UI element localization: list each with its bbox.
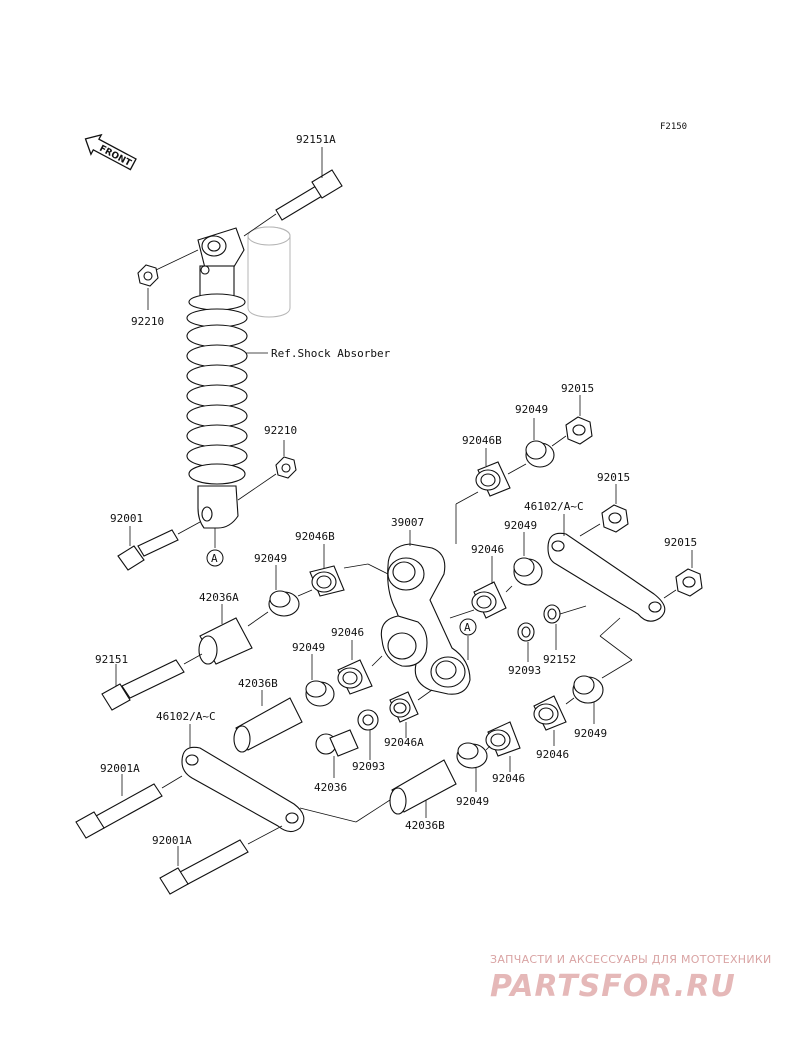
part-label-92049-r1: 92049 <box>504 519 537 532</box>
sleeve-42036b-bottom <box>389 759 457 815</box>
marker-a-shock: A <box>211 552 218 565</box>
collar-92049-bottom <box>456 742 488 769</box>
rocker-arm-39007 <box>380 543 471 695</box>
part-label-42036b-top: 42036B <box>238 677 278 690</box>
sleeve-42036b-top <box>233 697 303 753</box>
front-arrow-icon: FRONT <box>84 133 137 171</box>
part-label-92015-mid: 92015 <box>597 471 630 484</box>
ring-92093-right <box>517 622 535 642</box>
nut-92015-top <box>565 416 593 445</box>
collar-92049-r2 <box>572 675 604 704</box>
part-label-92046b-left: 92046B <box>295 530 335 543</box>
diagram-code: F2150 <box>660 122 687 132</box>
sleeve-42036 <box>315 729 359 757</box>
ring-92093-center <box>357 709 379 731</box>
part-label-92210-mid: 92210 <box>264 424 297 437</box>
part-label-92093-c: 92093 <box>352 760 385 773</box>
bolt-92151a <box>275 169 343 221</box>
bolt-92001a-bottom <box>159 839 249 895</box>
part-label-42036: 42036 <box>314 781 347 794</box>
part-label-92049-top: 92049 <box>515 403 548 416</box>
part-label-92046a: 92046A <box>384 736 424 749</box>
part-label-92049-b: 92049 <box>456 795 489 808</box>
marker-a-rocker: A <box>464 621 471 634</box>
sleeve-42036a <box>198 617 253 665</box>
bearing-92046a <box>389 691 419 723</box>
part-label-92046-c: 92046 <box>471 543 504 556</box>
link-46102-right <box>547 532 666 622</box>
washer-92152 <box>543 604 561 624</box>
ref-shock-absorber-label: Ref.Shock Absorber <box>271 347 391 360</box>
part-label-42036a: 42036A <box>199 591 239 604</box>
collar-92049-top <box>525 440 555 468</box>
part-label-39007: 39007 <box>391 516 424 529</box>
watermark-line1: ЗАПЧАСТИ И АКСЕССУАРЫ ДЛЯ МОТОТЕХНИКИ <box>490 953 772 966</box>
part-label-92046b-top: 92046B <box>462 434 502 447</box>
part-label-92046-b: 92046 <box>492 772 525 785</box>
part-label-92001a-bot: 92001A <box>152 834 192 847</box>
nut-92210-top <box>137 264 159 287</box>
part-label-92152: 92152 <box>543 653 576 666</box>
bearing-92046b-top <box>475 461 511 497</box>
part-label-92049-r2: 92049 <box>574 727 607 740</box>
shock-absorber: A <box>186 226 291 567</box>
part-label-46102-right: 46102/A~C <box>524 500 584 513</box>
bolt-92001a-top <box>75 783 163 839</box>
part-label-92049-l2: 92049 <box>292 641 325 654</box>
collar-92049-r1 <box>513 557 543 586</box>
part-label-46102-left: 46102/A~C <box>156 710 216 723</box>
bearing-92046-right <box>533 695 567 731</box>
collar-92049-left <box>268 590 300 617</box>
watermark: ЗАПЧАСТИ И АКСЕССУАРЫ ДЛЯ МОТОТЕХНИКИ PA… <box>490 953 772 1004</box>
bolt-92151 <box>101 659 185 711</box>
collar-92049-l2 <box>305 680 335 707</box>
nut-92015-right <box>675 568 703 597</box>
nut-92210-mid <box>275 456 297 479</box>
part-label-92046-r: 92046 <box>536 748 569 761</box>
watermark-line2: PARTSFOR.RU <box>490 969 736 1004</box>
part-label-92151: 92151 <box>95 653 128 666</box>
bolt-92001 <box>117 529 179 571</box>
bearing-92046-bottom <box>485 721 521 757</box>
part-label-92046-l: 92046 <box>331 626 364 639</box>
shock-spring <box>186 324 248 485</box>
part-label-42036b-bot: 42036B <box>405 819 445 832</box>
part-label-92049-left: 92049 <box>254 552 287 565</box>
bearing-92046-center <box>471 581 507 619</box>
nut-92015-mid <box>601 504 629 533</box>
part-label-92001a-top: 92001A <box>100 762 140 775</box>
part-label-92210-top: 92210 <box>131 315 164 328</box>
link-46102-left <box>181 746 305 833</box>
part-label-92015-top: 92015 <box>561 382 594 395</box>
part-label-92001: 92001 <box>110 512 143 525</box>
part-label-92093-r: 92093 <box>508 664 541 677</box>
part-label-92151a: 92151A <box>296 133 336 146</box>
part-label-92015-right: 92015 <box>664 536 697 549</box>
bearing-92046-left <box>337 659 373 695</box>
bearing-92046b-left <box>309 565 345 597</box>
